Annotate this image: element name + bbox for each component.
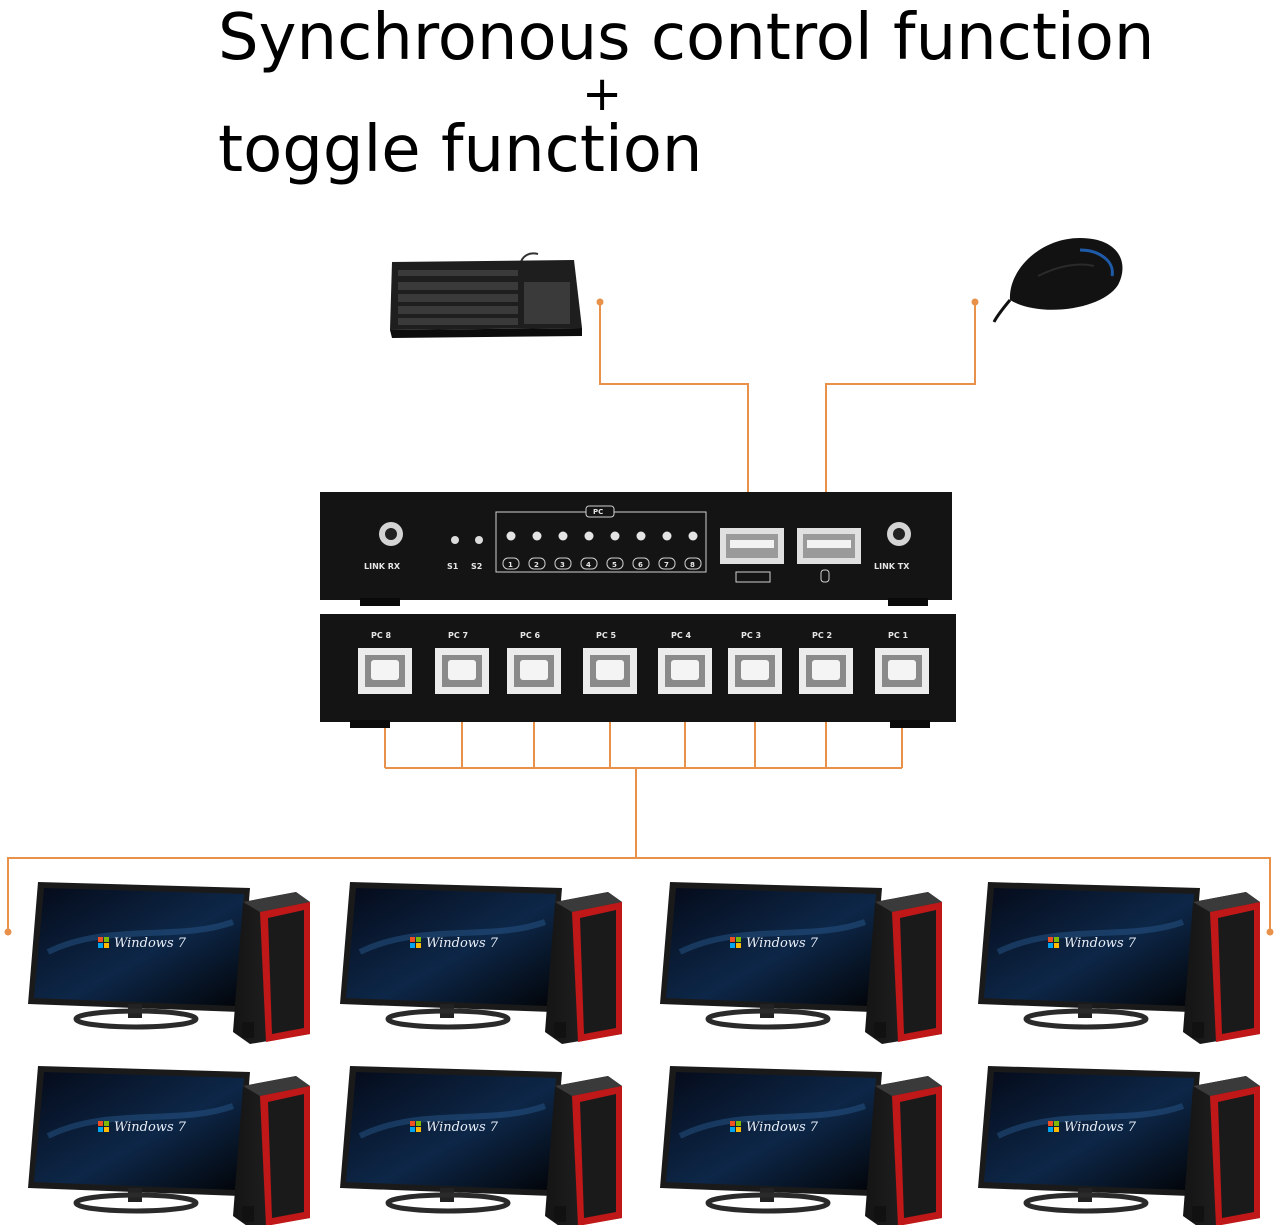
usb-b-port — [583, 648, 637, 694]
pc-led-1 — [506, 531, 516, 541]
pc-led-5 — [610, 531, 620, 541]
port-label: PC 2 — [812, 631, 832, 640]
pc-number-label: 6 — [638, 561, 643, 569]
pc-led-3 — [558, 531, 568, 541]
computer-icon: Windows 7 — [660, 1066, 942, 1225]
pc-number-label: 3 — [560, 561, 565, 569]
port-label: PC 5 — [596, 631, 617, 640]
pc-led-6 — [636, 531, 646, 541]
pc-number-label: 5 — [612, 561, 617, 569]
usb-b-port — [799, 648, 853, 694]
s2-label: S2 — [471, 562, 482, 571]
link-rx-jack — [379, 522, 403, 546]
computer-icon: Windows 7 — [340, 1066, 622, 1225]
title-line-1: Synchronous control function — [218, 1, 1155, 75]
keyboard-icon — [390, 252, 582, 338]
os-label: Windows 7 — [114, 1120, 187, 1135]
pc-group-label: PC — [593, 508, 603, 516]
usb-b-port — [507, 648, 561, 694]
port-label: PC 4 — [671, 631, 692, 640]
os-label: Windows 7 — [746, 1120, 819, 1135]
usb-b-port — [435, 648, 489, 694]
pc-number-label: 8 — [690, 561, 695, 569]
usb-b-port — [658, 648, 712, 694]
computer-icon: Windows 7 — [28, 882, 310, 1044]
link-tx-label: LINK TX — [874, 562, 910, 571]
s1-label: S1 — [447, 562, 459, 571]
mouse-port-icon — [820, 569, 830, 583]
s1-led — [451, 536, 459, 544]
s2-led — [475, 536, 483, 544]
port-label: PC 7 — [448, 631, 468, 640]
computer-icon: Windows 7 — [340, 882, 622, 1044]
computer-icon: Windows 7 — [660, 882, 942, 1044]
pc-number-label: 7 — [664, 561, 669, 569]
kvm-switch-back: PC 8 PC 7 PC 6 PC 5 PC 4 PC 3 PC 2 PC 1 — [320, 614, 956, 728]
kvm-switch-front: LINK RX LINK TX S1 S2 PC 1 2 3 4 5 6 7 8 — [320, 492, 952, 606]
os-label: Windows 7 — [426, 1120, 499, 1135]
pc-number-label: 2 — [534, 561, 539, 569]
usb-keyboard-port — [720, 528, 784, 564]
os-label: Windows 7 — [1064, 1120, 1137, 1135]
pc-led-8 — [688, 531, 698, 541]
mouse-icon — [992, 238, 1123, 323]
os-label: Windows 7 — [426, 936, 499, 951]
usb-mouse-port — [797, 528, 861, 564]
port-label: PC 8 — [371, 631, 392, 640]
keyboard-port-icon — [735, 571, 771, 583]
os-label: Windows 7 — [746, 936, 819, 951]
usb-b-port — [728, 648, 782, 694]
port-label: PC 3 — [741, 631, 761, 640]
title-line-2: toggle function — [218, 113, 703, 187]
computer-icon: Windows 7 — [978, 1066, 1260, 1225]
os-label: Windows 7 — [114, 936, 187, 951]
pc-led-4 — [584, 531, 594, 541]
usb-b-port — [875, 648, 929, 694]
computer-icon: Windows 7 — [978, 882, 1260, 1044]
usb-b-port — [358, 648, 412, 694]
link-rx-label: LINK RX — [364, 562, 401, 571]
pc-led-2 — [532, 531, 542, 541]
pc-number-label: 4 — [586, 561, 591, 569]
os-label: Windows 7 — [1064, 936, 1137, 951]
port-label: PC 1 — [888, 631, 909, 640]
pc-led-7 — [662, 531, 672, 541]
computer-icon: Windows 7 — [28, 1066, 310, 1225]
port-label: PC 6 — [520, 631, 541, 640]
title-plus: + — [582, 66, 623, 122]
pc-number-label: 1 — [508, 561, 513, 569]
link-tx-jack — [887, 522, 911, 546]
